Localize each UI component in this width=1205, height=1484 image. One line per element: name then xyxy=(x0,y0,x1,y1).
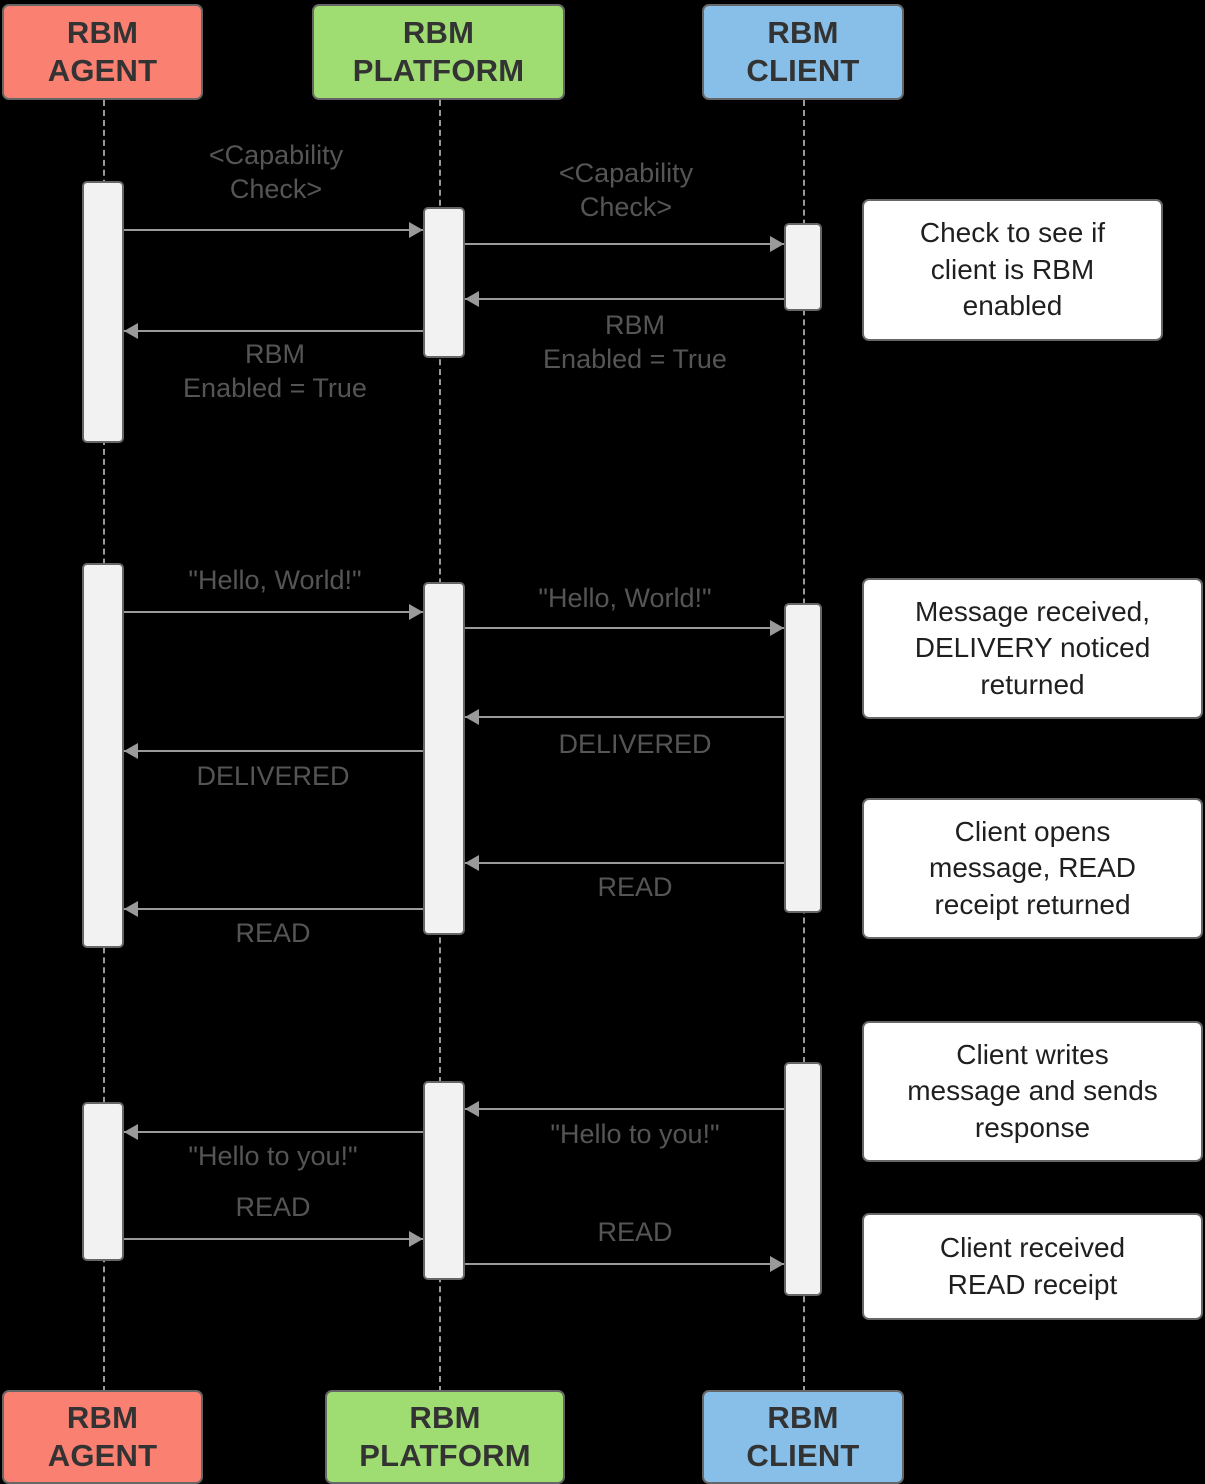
read-platform-to-client-arrowhead-icon xyxy=(770,1256,784,1272)
read-agent-to-platform-line xyxy=(124,1238,423,1240)
client-act-3 xyxy=(784,1062,822,1296)
hello-to-you-platform-to-agent-label: "Hello to you!" xyxy=(188,1141,358,1171)
client-act-2 xyxy=(784,603,822,913)
capability-check-agent-to-platform-label: <Capability Check> xyxy=(208,140,344,205)
capability-check-platform-to-client-label: <Capability Check> xyxy=(558,158,694,223)
read-client-to-platform-line xyxy=(465,862,784,864)
platform-act-3 xyxy=(423,1081,465,1280)
rbm-enabled-platform-to-agent-arrowhead-icon xyxy=(124,323,138,339)
note-message-received: Message received, DELIVERY noticed retur… xyxy=(862,578,1203,719)
platform-footer-line2: PLATFORM xyxy=(359,1438,531,1473)
delivered-platform-to-agent-arrowhead-icon xyxy=(124,743,138,759)
note-capability-check: Check to see if client is RBM enabled xyxy=(862,199,1163,341)
capability-check-agent-to-platform-line xyxy=(124,229,423,231)
note-client-opens: Client opens message, READ receipt retur… xyxy=(862,798,1203,939)
hello-to-you-client-to-platform-line xyxy=(465,1108,784,1110)
rbm-enabled-client-to-platform-line xyxy=(465,298,784,300)
hello-world-platform-to-client-arrowhead-icon xyxy=(770,620,784,636)
agent-act-1 xyxy=(82,181,124,443)
hello-world-agent-to-platform-arrowhead-icon xyxy=(409,604,423,620)
read-platform-to-agent-line xyxy=(124,908,423,910)
rbm-enabled-platform-to-agent-label: RBM Enabled = True xyxy=(183,339,367,404)
client-footer-line1: RBM xyxy=(767,1400,839,1436)
platform-act-2 xyxy=(423,582,465,935)
delivered-client-to-platform-arrowhead-icon xyxy=(465,709,479,725)
delivered-client-to-platform-label: DELIVERED xyxy=(558,729,712,759)
read-platform-to-agent-arrowhead-icon xyxy=(124,901,138,917)
read-platform-to-agent-label: READ xyxy=(235,918,311,948)
hello-world-agent-to-platform-label: "Hello, World!" xyxy=(188,565,362,595)
participant-platform-line2: PLATFORM xyxy=(352,53,525,88)
hello-to-you-client-to-platform-label: "Hello to you!" xyxy=(550,1119,720,1149)
read-client-to-platform-arrowhead-icon xyxy=(465,855,479,871)
read-agent-to-platform-arrowhead-icon xyxy=(409,1231,423,1247)
delivered-platform-to-agent-line xyxy=(124,750,423,752)
hello-world-platform-to-client-label: "Hello, World!" xyxy=(538,583,712,613)
read-agent-to-platform-label: READ xyxy=(235,1192,311,1222)
rbm-enabled-platform-to-agent-line xyxy=(124,330,423,332)
hello-to-you-platform-to-agent-arrowhead-icon xyxy=(124,1124,138,1140)
hello-to-you-platform-to-agent-line xyxy=(124,1131,423,1133)
client-footer-line2: CLIENT xyxy=(746,1438,860,1473)
platform-footer-line1: RBM xyxy=(409,1400,481,1436)
note-client-writes: Client writes message and sends response xyxy=(862,1021,1203,1162)
participant-platform-line1: RBM xyxy=(402,15,475,51)
platform-act-1 xyxy=(423,207,465,358)
hello-to-you-client-to-platform-arrowhead-icon xyxy=(465,1101,479,1117)
rbm-enabled-client-to-platform-label: RBM Enabled = True xyxy=(543,310,727,375)
capability-check-agent-to-platform-arrowhead-icon xyxy=(409,222,423,238)
participant-agent-line1: RBM xyxy=(66,15,139,51)
delivered-platform-to-agent-label: DELIVERED xyxy=(196,761,350,791)
participant-client-line2: CLIENT xyxy=(746,53,860,88)
agent-act-3 xyxy=(82,1102,124,1261)
agent-footer-line2: AGENT xyxy=(47,1438,158,1473)
hello-world-platform-to-client-line xyxy=(465,627,784,629)
read-platform-to-client-label: READ xyxy=(597,1217,673,1247)
capability-check-platform-to-client-line xyxy=(465,243,784,245)
capability-check-platform-to-client-arrowhead-icon xyxy=(770,236,784,252)
hello-world-agent-to-platform-line xyxy=(124,611,423,613)
read-platform-to-client-line xyxy=(465,1263,784,1265)
agent-footer-line1: RBM xyxy=(66,1400,139,1436)
participant-client-line1: RBM xyxy=(767,15,839,51)
client-act-1 xyxy=(784,223,822,311)
delivered-client-to-platform-line xyxy=(465,716,784,718)
participant-agent-line2: AGENT xyxy=(47,53,158,88)
agent-act-2 xyxy=(82,563,124,948)
rbm-enabled-client-to-platform-arrowhead-icon xyxy=(465,291,479,307)
read-client-to-platform-label: READ xyxy=(597,872,673,902)
note-client-received-read: Client received READ receipt xyxy=(862,1213,1203,1320)
